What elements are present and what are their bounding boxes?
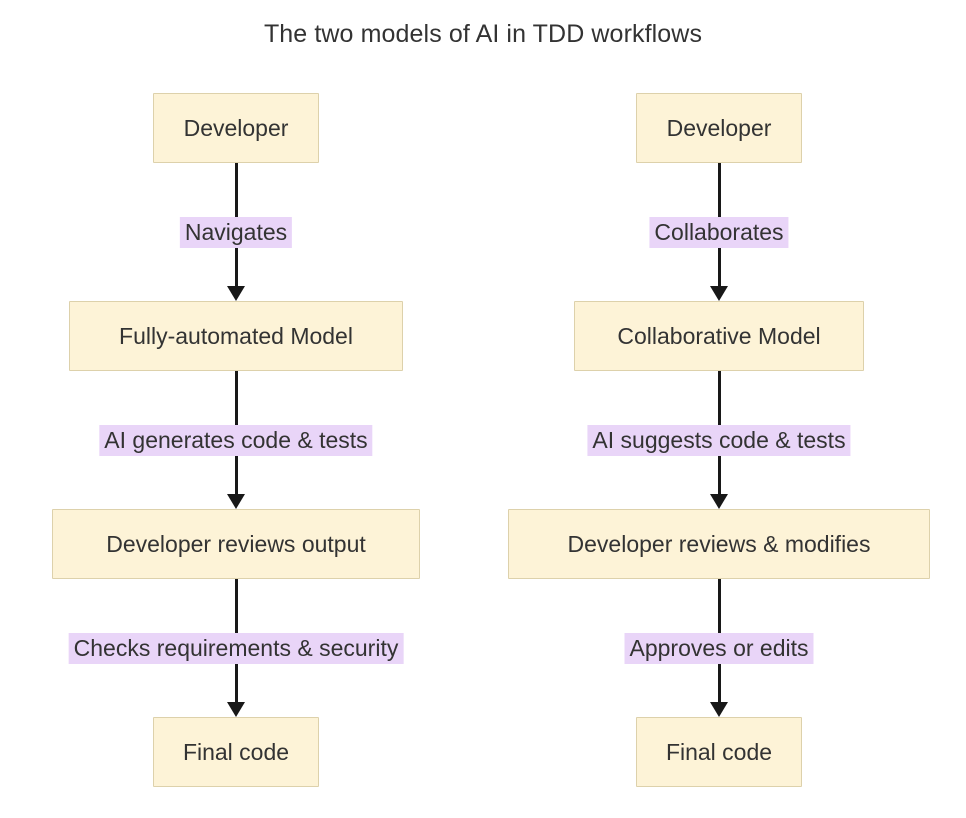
page-title: The two models of AI in TDD workflows: [263, 20, 703, 48]
edge-label-approves-or-edits: Approves or edits: [624, 633, 814, 664]
node-developer-right[interactable]: Developer: [636, 93, 802, 163]
edge-label-collaborates: Collaborates: [649, 217, 789, 248]
edge-label-ai-generates-code-and-tests: AI generates code & tests: [99, 425, 373, 456]
node-collaborative-model[interactable]: Collaborative Model: [574, 301, 864, 371]
arrowhead-icon: [227, 494, 245, 509]
node-fully-automated-model[interactable]: Fully-automated Model: [69, 301, 403, 371]
node-developer-left[interactable]: Developer: [153, 93, 319, 163]
node-developer-reviews-and-modifies[interactable]: Developer reviews & modifies: [508, 509, 930, 579]
arrowhead-icon: [710, 494, 728, 509]
node-final-code-right[interactable]: Final code: [636, 717, 802, 787]
edge-label-checks-requirements-and-security: Checks requirements & security: [68, 633, 404, 664]
arrowhead-icon: [227, 702, 245, 717]
edge-label-ai-suggests-code-and-tests: AI suggests code & tests: [587, 425, 851, 456]
arrowhead-icon: [710, 702, 728, 717]
node-final-code-left[interactable]: Final code: [153, 717, 319, 787]
node-developer-reviews-output[interactable]: Developer reviews output: [52, 509, 420, 579]
arrowhead-icon: [227, 286, 245, 301]
arrowhead-icon: [710, 286, 728, 301]
edge-label-navigates: Navigates: [179, 217, 293, 248]
